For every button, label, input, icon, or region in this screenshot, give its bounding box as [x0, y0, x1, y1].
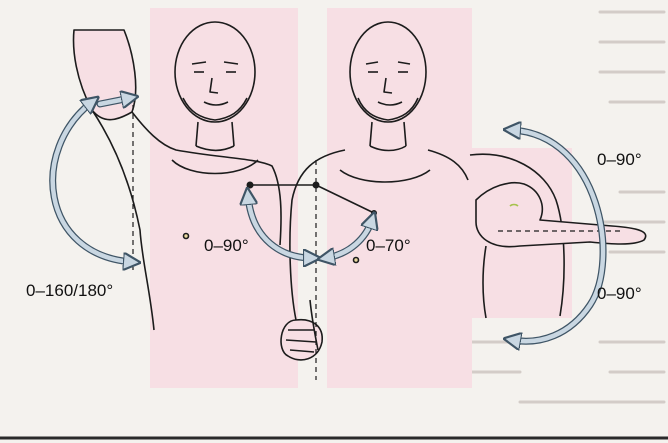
horizontal-flexion-range-label: 0–90°	[204, 237, 249, 254]
abduction-range-label: 0–160/180°	[26, 282, 113, 299]
extension-end-point	[371, 210, 377, 216]
external-rotation-range-label: 0–90°	[597, 151, 642, 168]
abduction-arc-arrow	[53, 102, 132, 262]
shoulder-pivot-point	[313, 182, 320, 189]
flexion-end-point	[247, 182, 254, 189]
internal-rotation-range-label: 0–90°	[597, 285, 642, 302]
horizontal-extension-range-label: 0–70°	[366, 237, 411, 254]
